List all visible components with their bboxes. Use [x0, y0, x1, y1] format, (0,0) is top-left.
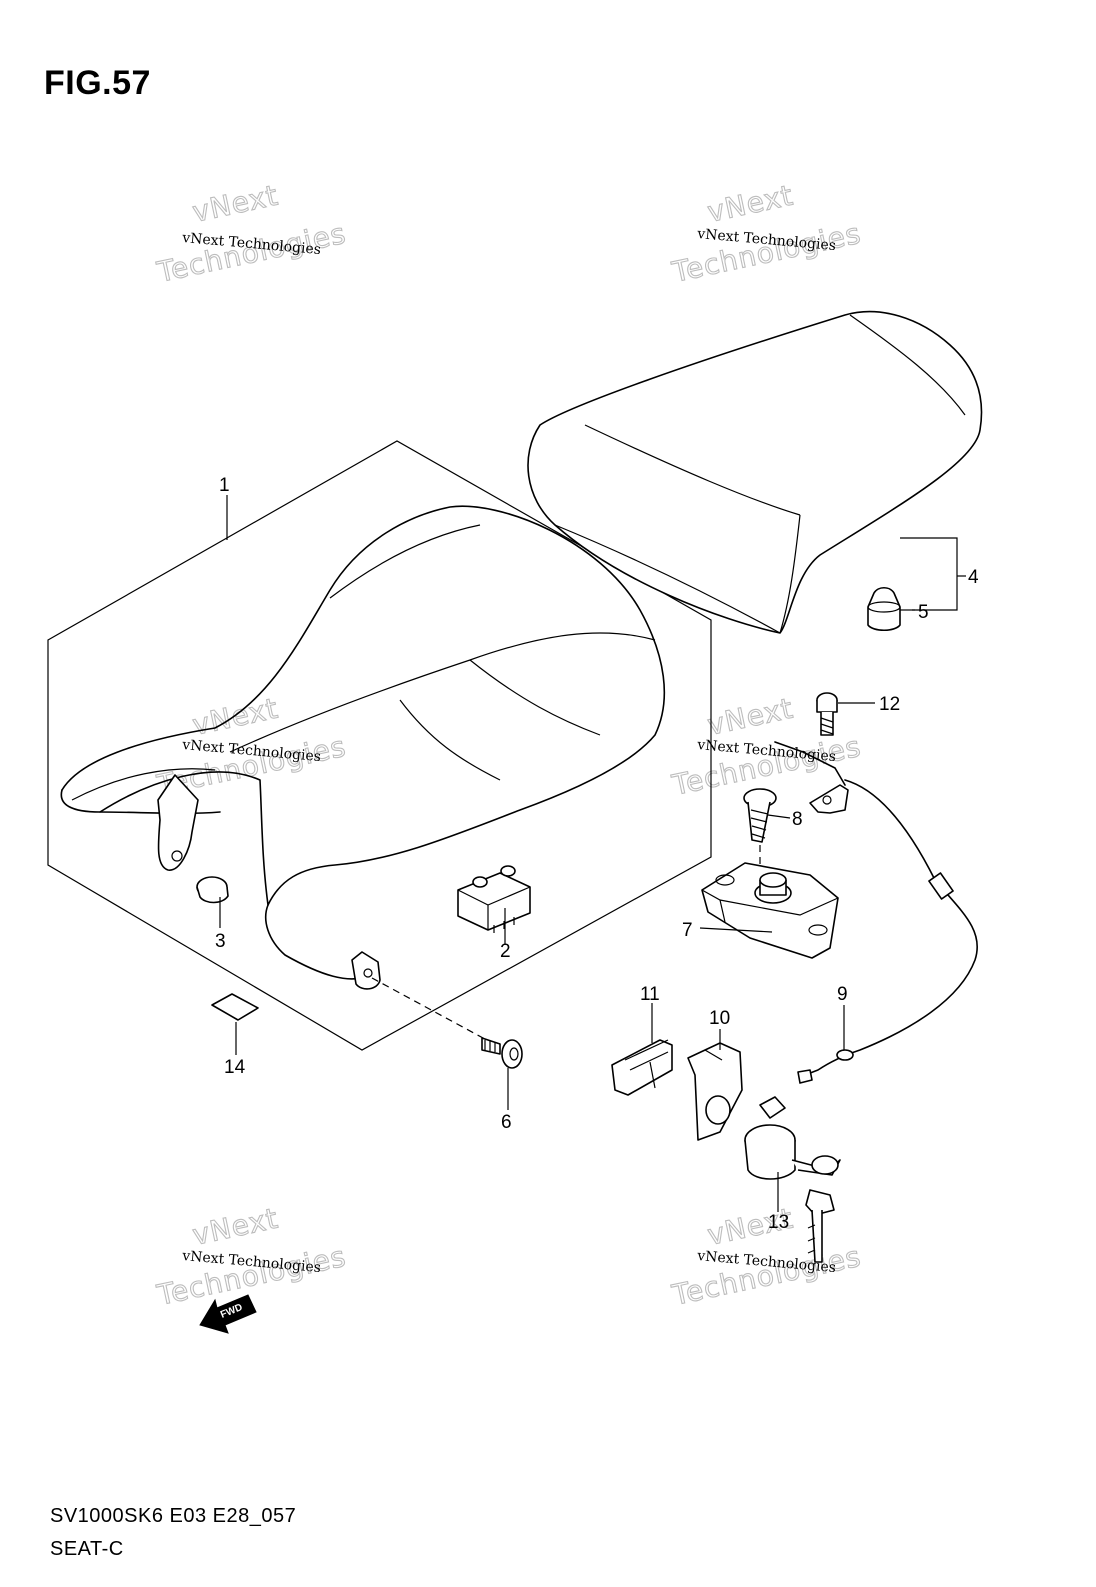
callout-4: 4: [968, 567, 979, 588]
watermark-top-left: vNext Technologies vNext Technologies: [153, 178, 350, 290]
svg-text:vNext: vNext: [190, 179, 282, 229]
bracket-4-5: [900, 537, 958, 611]
part-7-latch-base: [701, 862, 839, 959]
watermark-mid-left: vNext Technologies vNext Technologies: [153, 691, 350, 803]
part-6-screw: [371, 977, 523, 1069]
callout-3: 3: [215, 931, 226, 952]
fwd-arrow-icon: FWD: [199, 1294, 257, 1334]
part-12-bolt: [816, 692, 838, 736]
callout-13: 13: [768, 1212, 789, 1233]
callout-12: 12: [879, 694, 900, 715]
svg-text:vNext: vNext: [705, 692, 797, 742]
svg-text:vNext: vNext: [705, 179, 797, 229]
section-name: SEAT-C: [50, 1538, 124, 1560]
part-4-rear-seat: [527, 310, 983, 634]
callout-14: 14: [224, 1057, 246, 1078]
callout-10: 10: [709, 1008, 730, 1029]
callout-1: 1: [219, 475, 230, 496]
watermark-bottom-left: vNext Technologies vNext Technologies: [153, 1201, 350, 1313]
callout-5: 5: [918, 602, 929, 623]
part-2-cushion: [457, 865, 531, 933]
leader-lines: [219, 495, 915, 1110]
part-14-label: [211, 993, 259, 1021]
callout-7: 7: [682, 920, 693, 941]
part-11-clip: [611, 1003, 673, 1096]
callout-8: 8: [792, 809, 803, 830]
part-13-keylock: [744, 1096, 841, 1263]
front-seat-drawing: [60, 505, 666, 990]
part-10-bracket: [687, 1029, 743, 1141]
part-8-screw: [743, 788, 777, 880]
svg-text:vNext: vNext: [190, 692, 282, 742]
callout-11: 11: [640, 984, 660, 1005]
figure-title: FIG.57: [44, 64, 151, 102]
model-code: SV1000SK6 E03 E28_057: [50, 1505, 297, 1527]
part-5-cap: [867, 586, 901, 632]
part-3-damper: [196, 876, 229, 904]
callout-6: 6: [501, 1112, 512, 1133]
seat-assembly-outline: [47, 440, 712, 1051]
callout-2: 2: [500, 941, 511, 962]
svg-text:vNext: vNext: [190, 1202, 282, 1252]
watermark-top-right: vNext Technologies vNext Technologies: [668, 178, 865, 290]
callout-9: 9: [837, 984, 848, 1005]
watermark-bottom-right: vNext Technologies vNext Technologies: [668, 1201, 865, 1313]
part-9-cable: [774, 741, 978, 1084]
